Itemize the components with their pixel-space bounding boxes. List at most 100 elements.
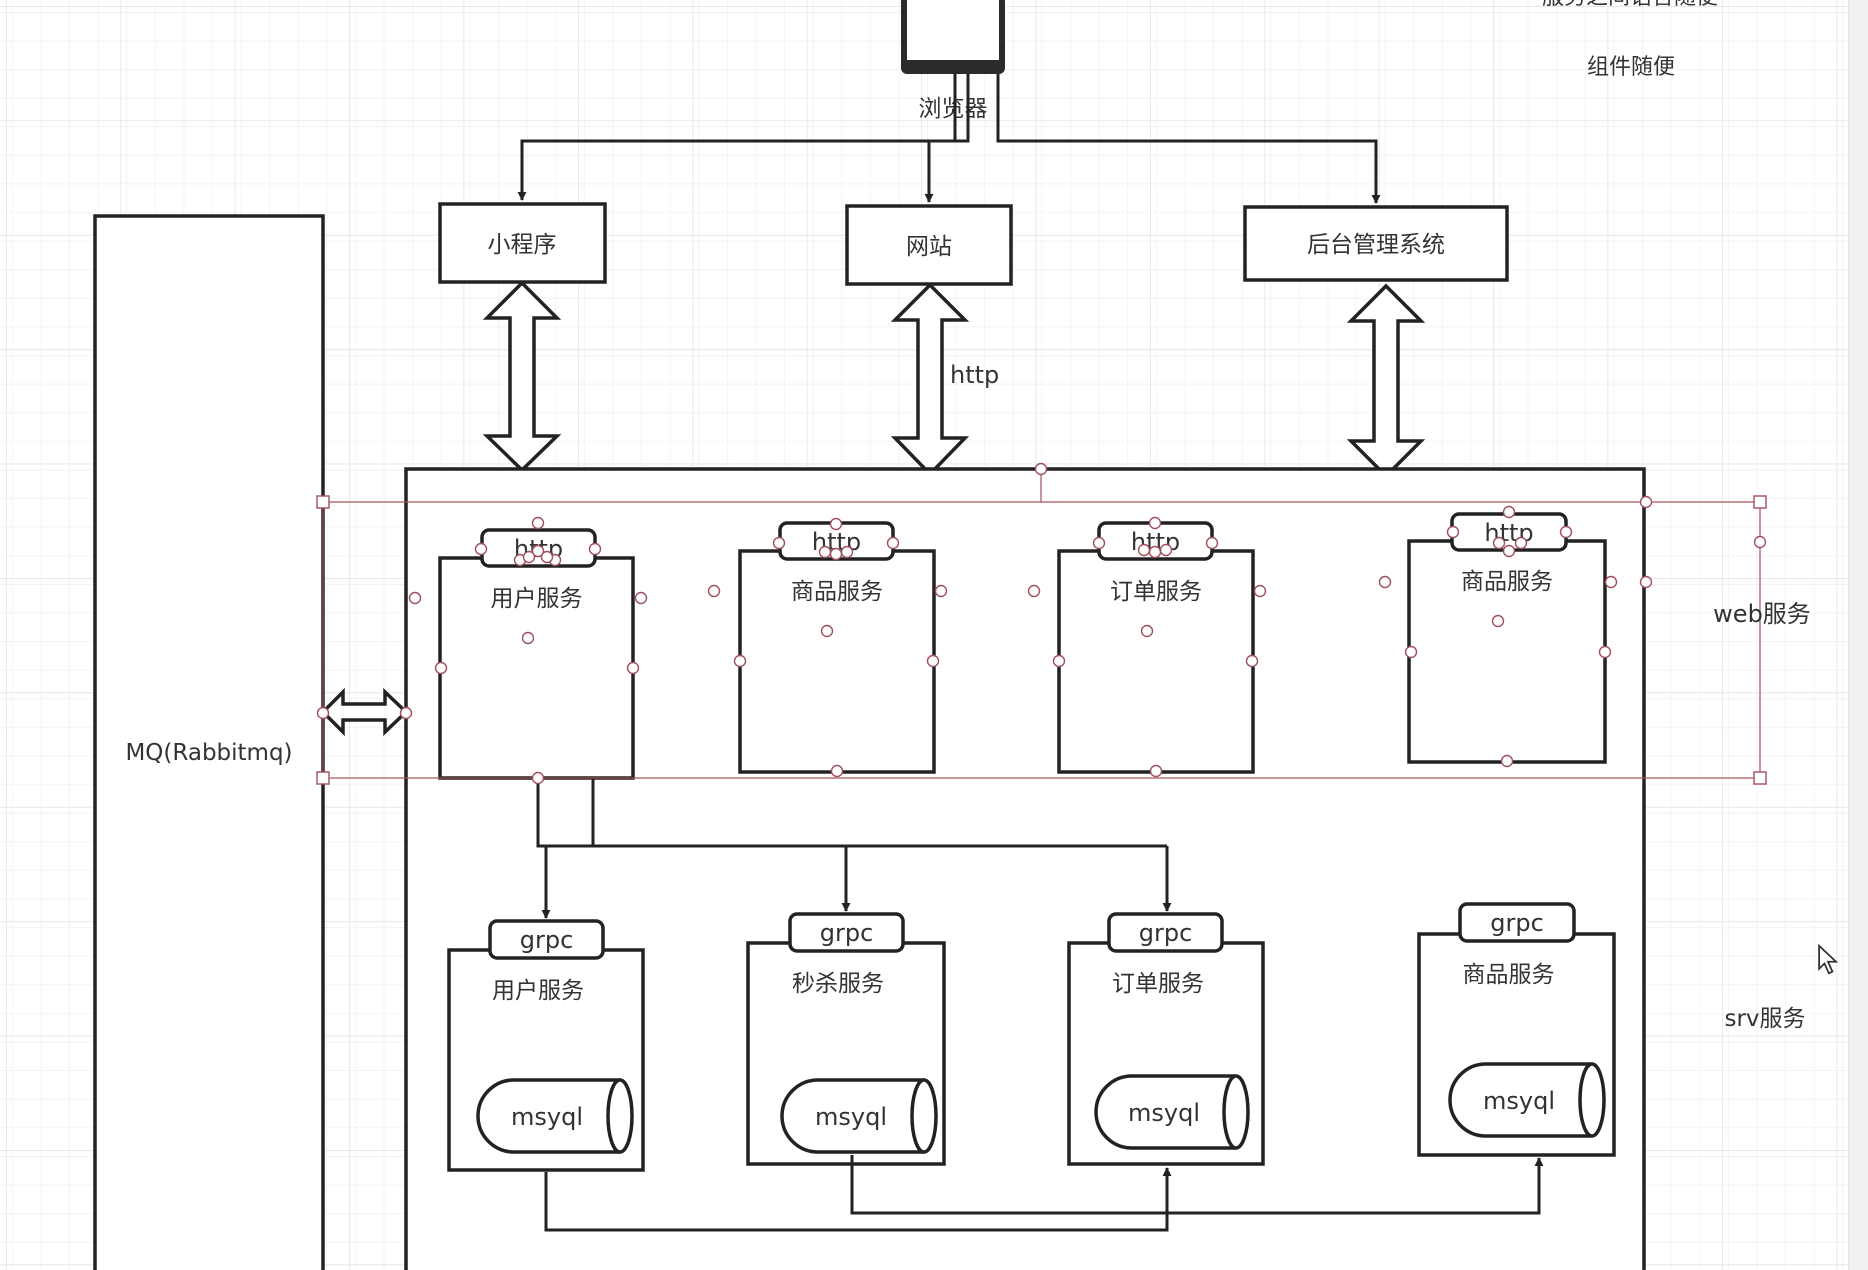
mq-box[interactable]: MQ(Rabbitmq) (93, 214, 325, 1270)
web-service-box[interactable]: http用户服务 (438, 528, 635, 780)
web-service-box[interactable]: http 商品服务 (1407, 512, 1607, 764)
connection-point-handle[interactable] (434, 661, 448, 675)
connection-point-handle[interactable] (1446, 525, 1460, 539)
connection-point-handle[interactable] (1753, 535, 1767, 549)
srv-service-name: 秒杀服务 (792, 971, 884, 997)
resize-handle[interactable] (316, 495, 330, 509)
web-service-name: 用户服务 (491, 586, 583, 612)
connection-point-handle[interactable] (1148, 545, 1162, 559)
connection-point-handle[interactable] (1502, 505, 1516, 519)
connection-point-handle[interactable] (531, 516, 545, 530)
connection-point-handle[interactable] (1404, 645, 1418, 659)
database-cylinder-icon[interactable]: msyql (476, 1078, 634, 1154)
connection-point-handle[interactable] (934, 584, 948, 598)
connection-point-handle[interactable] (531, 771, 545, 785)
srv-service-box[interactable]: grpc 秒杀服务 msyql (746, 912, 946, 1166)
connection-point-handle[interactable] (1514, 536, 1528, 550)
connection-point-handle[interactable] (1034, 462, 1048, 476)
srv-service-box[interactable]: grpc 商品服务 msyql (1417, 902, 1616, 1157)
connection-point-handle[interactable] (1140, 624, 1154, 638)
grpc-tag: grpc (1458, 902, 1576, 943)
grpc-tag-label: grpc (820, 919, 874, 947)
http-tag: http (1450, 512, 1568, 552)
connection-point-handle[interactable] (1639, 575, 1653, 589)
connection-point-handle[interactable] (829, 547, 843, 561)
srv-service-name: 订单服务 (1112, 971, 1204, 997)
app-box-miniprogram[interactable]: 小程序 (438, 202, 607, 284)
connection-point-handle[interactable] (522, 550, 536, 564)
database-cylinder-icon[interactable]: msyql (780, 1078, 938, 1154)
vertical-scrollbar[interactable] (1848, 0, 1868, 1270)
srv-service-box[interactable]: grpc 用户服务 msyql (447, 919, 645, 1172)
app-label-website: 网站 (906, 234, 952, 260)
connection-point-handle[interactable] (474, 542, 488, 556)
connection-point-handle[interactable] (399, 706, 413, 720)
connection-point-handle[interactable] (829, 517, 843, 531)
connection-point-handle[interactable] (531, 544, 545, 558)
connection-point-handle[interactable] (1245, 654, 1259, 668)
grpc-tag: grpc (488, 919, 605, 960)
app-box-admin[interactable]: 后台管理系统 (1243, 205, 1509, 282)
connection-point-handle[interactable] (1598, 645, 1612, 659)
connection-point-handle[interactable] (820, 624, 834, 638)
connection-point-handle[interactable] (588, 542, 602, 556)
connection-point-handle[interactable] (1492, 536, 1506, 550)
connector-browser-to-website (924, 74, 970, 203)
srv-service-name: 商品服务 (1463, 962, 1555, 988)
connection-point-handle[interactable] (1378, 575, 1392, 589)
web-service-name: 商品服务 (1461, 569, 1553, 595)
database-cylinder-icon[interactable]: msyql (1094, 1074, 1250, 1150)
connection-point-handle[interactable] (316, 706, 330, 720)
connection-point-handle[interactable] (1137, 543, 1151, 557)
connection-point-handle[interactable] (1491, 614, 1505, 628)
app-box-website[interactable]: 网站 (845, 204, 1013, 286)
resize-handle[interactable] (1753, 495, 1767, 509)
connection-point-handle[interactable] (1205, 536, 1219, 550)
selection-handles (316, 462, 1767, 785)
database-label: msyql (1483, 1087, 1555, 1115)
connection-point-handle[interactable] (830, 764, 844, 778)
connection-point-handle[interactable] (818, 545, 832, 559)
connector-browser-to-admin (996, 74, 1381, 204)
connection-point-handle[interactable] (1604, 575, 1618, 589)
grpc-tag-label: grpc (1490, 909, 1544, 937)
connection-point-handle[interactable] (521, 631, 535, 645)
connector-seckill-db-to-product (850, 1155, 1544, 1215)
connection-point-handle[interactable] (1639, 495, 1653, 509)
browser-device-icon[interactable] (901, 0, 1005, 74)
connection-point-handle[interactable] (707, 584, 721, 598)
connection-point-handle[interactable] (1149, 764, 1163, 778)
database-cylinder-icon[interactable]: msyql (1448, 1062, 1606, 1138)
connection-point-handle[interactable] (634, 591, 648, 605)
connection-point-handle[interactable] (540, 550, 554, 564)
http-protocol-label: http (950, 361, 999, 389)
connection-point-handle[interactable] (1500, 754, 1514, 768)
connector-user-db-to-order (544, 1167, 1172, 1232)
srv-service-name: 用户服务 (492, 978, 584, 1004)
connection-point-handle[interactable] (1559, 525, 1573, 539)
connection-point-handle[interactable] (1502, 544, 1516, 558)
connection-point-handle[interactable] (408, 591, 422, 605)
connection-point-handle[interactable] (926, 654, 940, 668)
database-label: msyql (815, 1103, 887, 1131)
resize-handle[interactable] (316, 771, 330, 785)
app-label-miniprogram: 小程序 (488, 232, 557, 258)
resize-handle[interactable] (1753, 771, 1767, 785)
connection-point-handle[interactable] (772, 536, 786, 550)
connection-point-handle[interactable] (1092, 536, 1106, 550)
connection-point-handle[interactable] (1148, 516, 1162, 530)
connector-browser-to-miniprogram (517, 74, 957, 201)
connection-point-handle[interactable] (733, 654, 747, 668)
connection-point-handle[interactable] (840, 545, 854, 559)
connection-point-handle[interactable] (1052, 654, 1066, 668)
srv-services-layer: grpc用户服务msyqlgrpc秒杀服务msyqlgrpc订单服务msyqlg… (447, 902, 1616, 1172)
connection-point-handle[interactable] (1253, 584, 1267, 598)
connection-point-handle[interactable] (886, 536, 900, 550)
connection-point-handle[interactable] (1159, 543, 1173, 557)
connection-point-handle[interactable] (1027, 584, 1041, 598)
connection-point-handle[interactable] (626, 661, 640, 675)
